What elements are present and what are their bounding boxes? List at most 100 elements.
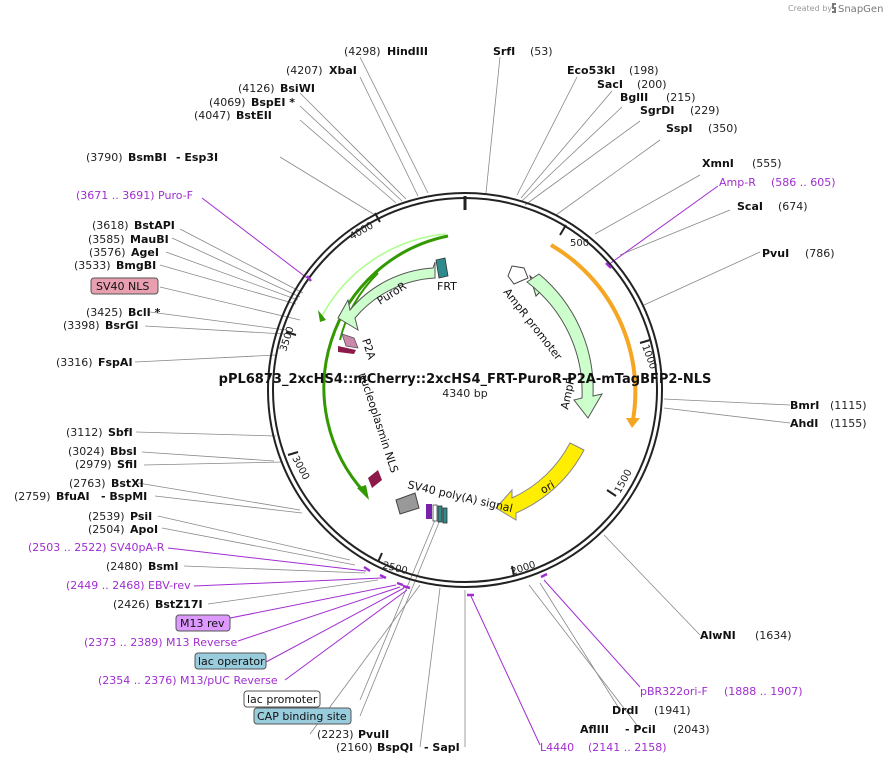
tick-4000: 4000: [348, 220, 376, 242]
site-xbai-pos: (4207): [286, 64, 323, 77]
p2a-dark-marker: [338, 346, 356, 354]
site-sfii-name: SfiI: [117, 458, 137, 471]
site-alwni-name: AlwNI: [700, 629, 736, 642]
credit-brand: SnapGene: [838, 4, 884, 15]
site-bsmbi-pos: (3790): [86, 151, 123, 164]
green-arc-arrowhead-2: [318, 310, 326, 322]
site-eco53ki-pos: (198): [629, 64, 659, 77]
p2a-marker: [341, 333, 359, 349]
site-sbfi-name: SbfI: [108, 426, 133, 439]
site-scai-name: ScaI: [737, 200, 763, 213]
leader-lines: [134, 56, 791, 748]
site-psii-pos: (2539): [88, 510, 125, 523]
site-agei-pos: (3576): [89, 246, 126, 259]
site-bspei-name: BspEI *: [251, 96, 295, 109]
site-bfuai-alt: - BspMI: [101, 490, 147, 503]
site-bspqi-name: BspQI: [377, 741, 413, 754]
site-bmri-name: BmrI: [790, 399, 819, 412]
m13-rev-label: M13 rev: [180, 617, 225, 630]
plasmid-length: 4340 bp: [442, 387, 487, 400]
green-arc-highlight: [321, 233, 447, 317]
ampr-arrow: [526, 273, 604, 419]
site-ahdi-pos: (1155): [830, 417, 867, 430]
scale-ticks: [285, 212, 651, 577]
site-bstapi-name: BstAPI: [134, 219, 175, 232]
site-bglii-name: BglII: [620, 91, 648, 104]
cap-binding-site-box: CAP binding site: [253, 707, 352, 725]
frt-marker: [435, 257, 449, 279]
site-srfi-name: SrfI: [493, 45, 515, 58]
ampr-orange-arc: [549, 243, 638, 421]
backbone-outer-ring: [267, 192, 663, 588]
site-bsrgi-pos: (3398): [63, 319, 100, 332]
tick-500: 500: [570, 238, 589, 249]
tick-1000: 1000: [639, 343, 658, 371]
site-psii-name: PsiI: [130, 510, 152, 523]
site-bstapi-pos: (3618): [92, 219, 129, 232]
site-saci-name: SacI: [597, 78, 623, 91]
site-bstz17i-name: BstZ17I: [155, 598, 203, 611]
sv40-small-marker-4: [442, 507, 448, 524]
site-bsteii-name: BstEII: [236, 109, 272, 122]
site-bsrgi-name: BsrGI: [105, 319, 138, 332]
site-bstxi-name: BstXI: [111, 477, 144, 490]
site-pvui-name: PvuI: [762, 247, 789, 260]
green-feature-arc: [322, 234, 449, 495]
tick-3000: 3000: [289, 454, 311, 482]
site-bspqi-pos: (2160): [336, 741, 373, 754]
site-xmni-pos: (555): [752, 157, 782, 170]
puror-arrow: [337, 261, 436, 332]
tick-1500: 1500: [613, 468, 635, 496]
site-sfii-pos: (2979): [75, 458, 112, 471]
primer-l4440-name: L4440: [540, 741, 574, 754]
nls-marker: [368, 470, 382, 488]
site-afliii-pos: (2043): [673, 723, 710, 736]
site-apoi-name: ApoI: [130, 523, 158, 536]
site-bmgbi-name: BmgBI: [116, 259, 156, 272]
site-bbsi-name: BbsI: [110, 445, 137, 458]
site-bfuai-name: BfuAI: [56, 490, 90, 503]
site-pvuii-pos: (2223): [317, 728, 354, 741]
site-pvuii-name: PvuII: [358, 728, 389, 741]
site-bstz17i-pos: (2426): [113, 598, 150, 611]
primer-m13-puc-reverse: (2354 .. 2376) M13/pUC Reverse: [98, 674, 278, 687]
site-sgrdi-pos: (229): [690, 104, 720, 117]
primer-puro-f: (3671 .. 3691) Puro-F: [76, 189, 193, 202]
site-eco53ki-name: Eco53kI: [567, 64, 615, 77]
site-bspei-pos: (4069): [209, 96, 246, 109]
sv40-small-marker-1: [426, 504, 432, 519]
feature-sv40-polya: SV40 poly(A) signal: [406, 478, 514, 515]
site-bsmi-pos: (2480): [106, 560, 143, 573]
site-drdi-pos: (1941): [654, 704, 691, 717]
primer-pbr322ori-f-name: pBR322ori-F: [640, 685, 708, 698]
primer-sv40pa-r: (2503 .. 2522) SV40pA-R: [28, 541, 165, 554]
site-bsmi-name: BsmI: [148, 560, 179, 573]
green-arc-arrowhead: [357, 485, 369, 500]
primer-leader-lines: [167, 185, 719, 746]
site-bstxi-pos: (2763): [69, 477, 106, 490]
site-pvui-pos: (786): [805, 247, 835, 260]
credit-prefix: Created by: [788, 4, 832, 13]
site-bcli-pos: (3425): [86, 306, 123, 319]
site-sspi-name: SspI: [666, 122, 692, 135]
site-srfi-pos: (53): [530, 45, 553, 58]
sv40-polya-marker: [395, 492, 420, 515]
sv40-small-marker-2: [432, 504, 438, 522]
primer-m13-reverse: (2373 .. 2389) M13 Reverse: [84, 636, 237, 649]
site-agei-name: AgeI: [131, 246, 159, 259]
site-fspai-pos: (3316): [56, 356, 93, 369]
site-xmni-name: XmnI: [702, 157, 734, 170]
site-bsiwi-name: BsiWI: [280, 82, 315, 95]
site-bsiwi-pos: (4126): [238, 82, 275, 95]
site-ahdi-name: AhdI: [790, 417, 818, 430]
feature-ori: ori: [538, 478, 557, 496]
sv40-nls-label: SV40 NLS: [96, 280, 149, 293]
site-saci-pos: (200): [637, 78, 667, 91]
site-bsmbi-name: BsmBI: [128, 151, 167, 164]
site-maubi-pos: (3585): [88, 233, 125, 246]
primer-marks: [306, 262, 612, 597]
feature-frt: FRT: [437, 280, 457, 293]
site-sbfi-pos: (3112): [66, 426, 103, 439]
site-bsmbi-alt: - Esp3I: [176, 151, 218, 164]
